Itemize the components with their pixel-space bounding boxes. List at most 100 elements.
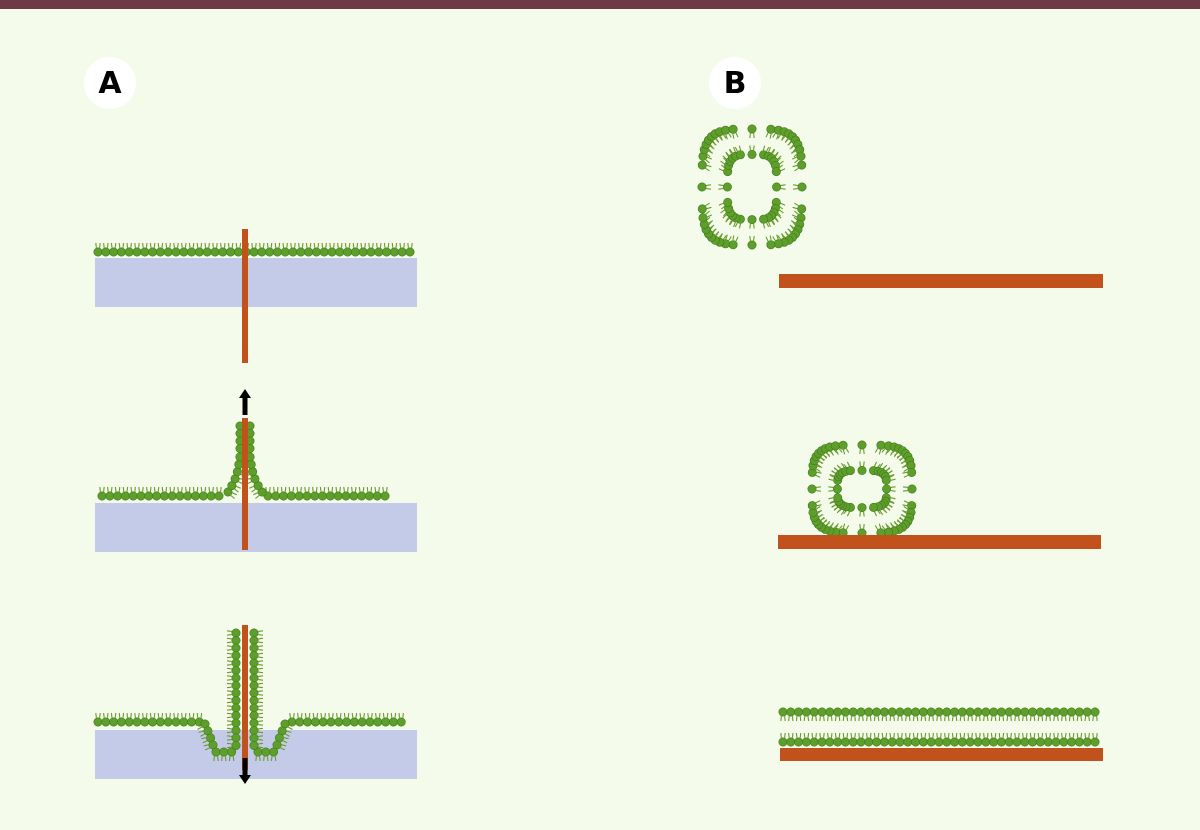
lipid-head <box>766 240 776 250</box>
lipid-head <box>887 707 897 717</box>
lipid-tail <box>1061 716 1067 722</box>
step-a3-immersion-downstroke <box>93 625 417 784</box>
lipid-tail <box>263 756 269 762</box>
panel-label-a: A <box>84 57 136 109</box>
lipid-tail <box>360 242 366 248</box>
lipid-tail <box>258 645 264 651</box>
lipid-head <box>857 503 867 513</box>
lipid-head <box>911 707 921 717</box>
lipid-head <box>797 204 807 214</box>
lipid-head <box>698 213 708 223</box>
lipid-head <box>864 737 874 747</box>
lipid-tail <box>344 242 351 248</box>
lipid-tail <box>201 737 208 744</box>
lipid-head <box>697 182 707 192</box>
lipid-tail <box>226 630 232 636</box>
lipid-tail <box>329 242 335 248</box>
lipid-head <box>227 747 237 757</box>
lipid-head <box>1012 737 1022 747</box>
lipid-head <box>249 718 259 728</box>
lipid-tail <box>188 712 195 718</box>
lipid-tail <box>1006 732 1012 738</box>
lipid-tail <box>776 157 784 165</box>
lipid-head <box>333 491 343 501</box>
lipid-head <box>248 467 258 477</box>
lipid-tail <box>313 242 320 248</box>
lipid-head <box>1035 707 1045 717</box>
lipid-head <box>807 484 817 494</box>
lipid-head <box>965 737 975 747</box>
lipid-head <box>272 247 282 257</box>
lipid-tail <box>850 732 856 738</box>
lipid-tail <box>967 716 973 722</box>
water-subphase <box>95 258 417 307</box>
lipid-head <box>231 695 241 705</box>
lipid-tail <box>791 156 799 164</box>
lipid-tail <box>772 133 779 140</box>
lipid-head <box>152 491 162 501</box>
lipid-tail <box>706 216 714 224</box>
lipid-tail <box>226 682 232 689</box>
lipid-tail <box>196 712 203 718</box>
lipid-head <box>144 491 154 501</box>
lipid-tail <box>181 242 187 248</box>
lipid-tail <box>732 235 739 242</box>
lipid-tail <box>874 448 882 455</box>
lipid-tail <box>828 497 835 504</box>
lipid-tail <box>374 486 380 492</box>
lipid-head <box>882 484 892 494</box>
lipid-head <box>179 717 189 727</box>
lipid-tail <box>126 242 132 248</box>
lipid-tail <box>734 145 742 152</box>
lipid-tail <box>203 744 210 751</box>
lipid-head <box>286 491 296 501</box>
lipid-tail <box>280 486 287 492</box>
lipid-head <box>397 247 407 257</box>
lipid-head <box>304 247 314 257</box>
lipid-head <box>864 707 874 717</box>
lipid-tail <box>259 242 265 248</box>
lipid-head <box>840 737 850 747</box>
lipid-tail <box>815 500 822 507</box>
lipid-tail <box>312 712 319 718</box>
lipid-head <box>895 707 905 717</box>
lipid-head <box>911 737 921 747</box>
lipid-head <box>825 707 835 717</box>
lipid-tail <box>226 660 232 666</box>
lipid-head <box>1043 737 1053 747</box>
lipid-head <box>848 707 858 717</box>
lipid-head <box>261 747 271 757</box>
lipid-head <box>1059 737 1069 747</box>
lipid-head <box>249 643 259 653</box>
lipid-head <box>1082 707 1092 717</box>
lipid-head <box>358 247 368 257</box>
lipid-head <box>942 737 952 747</box>
lipid-head <box>109 247 119 257</box>
lipid-tail <box>990 716 997 722</box>
lipid-head <box>246 459 256 469</box>
lipid-tail <box>304 712 311 718</box>
lipid-head <box>1028 707 1038 717</box>
lipid-head <box>116 717 126 727</box>
lipid-tail <box>803 732 810 738</box>
lipid-tail <box>142 712 148 718</box>
lipid-head <box>109 717 119 727</box>
lipid-head <box>116 247 126 257</box>
lipid-tail <box>897 716 903 722</box>
lipid-tail <box>359 712 365 718</box>
lipid-tail <box>834 732 841 738</box>
lipid-tail <box>399 242 405 248</box>
lipid-tail <box>780 732 786 738</box>
lipid-tail <box>226 705 232 711</box>
lipid-tail <box>188 242 195 248</box>
lipid-tail <box>204 242 210 248</box>
lipid-head <box>364 491 374 501</box>
lipid-tail <box>944 716 950 722</box>
lipid-tail <box>221 756 227 762</box>
lipid-tail <box>936 732 942 738</box>
lipid-tail <box>226 735 232 741</box>
lipid-head <box>381 717 391 727</box>
lipid-head <box>747 124 757 134</box>
lipid-tail <box>842 732 849 738</box>
lipid-head <box>148 247 158 257</box>
